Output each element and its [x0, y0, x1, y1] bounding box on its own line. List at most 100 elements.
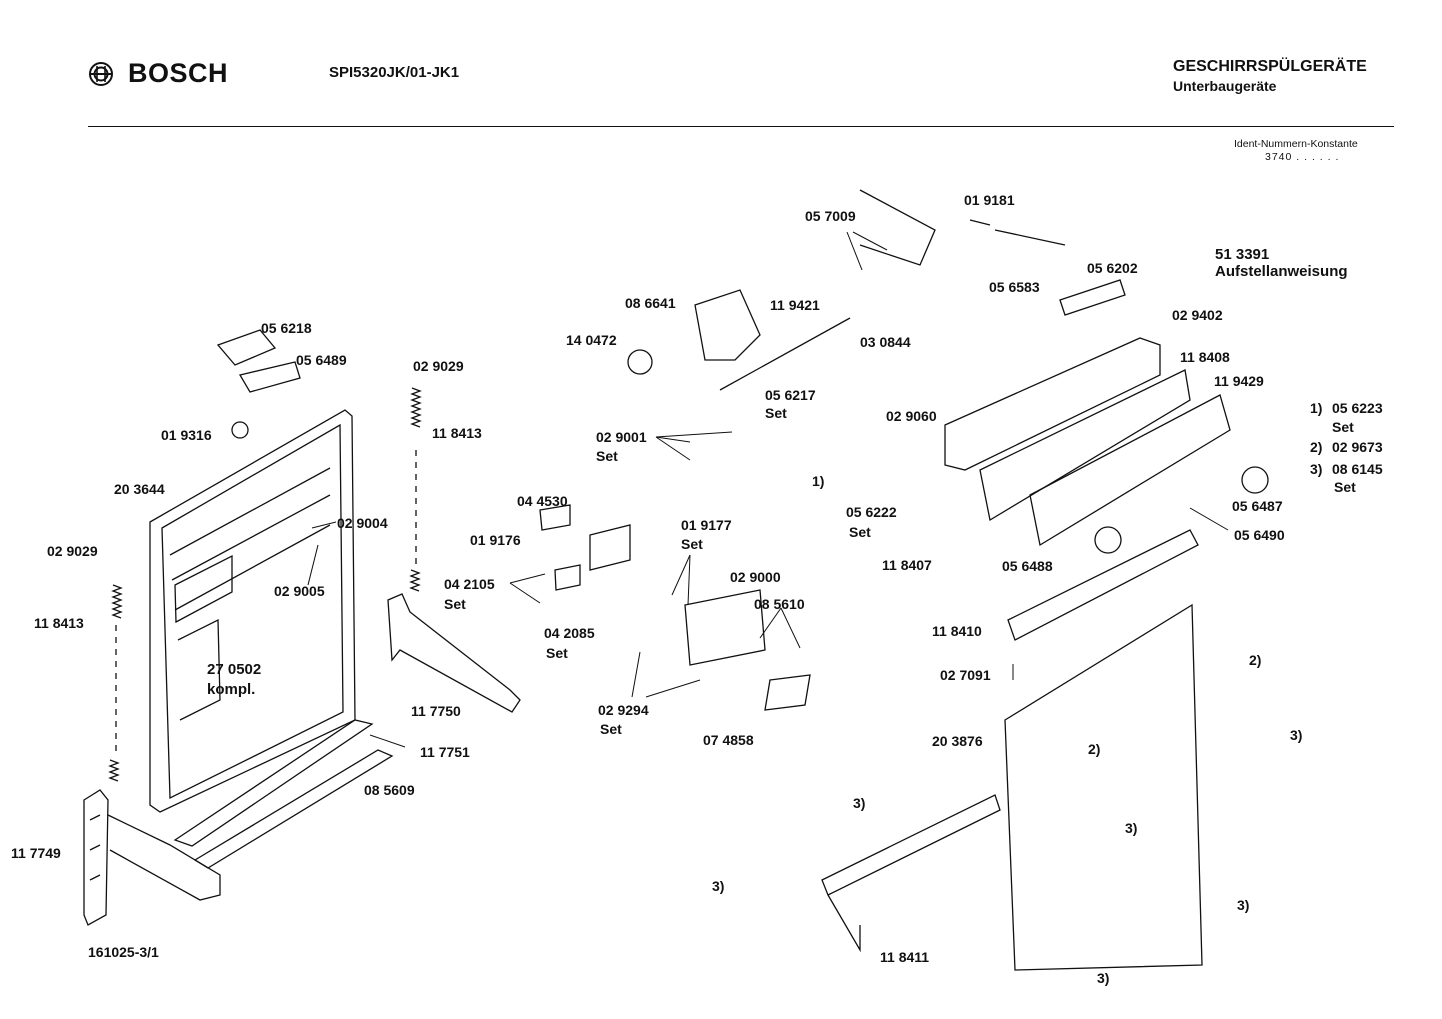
label-056583: 05 6583 — [989, 279, 1040, 295]
panel-119429-drawing — [979, 369, 1191, 522]
label-086641: 08 6641 — [625, 295, 676, 311]
legend-part-2: 02 9673 — [1332, 439, 1383, 455]
label-029029-right: 02 9029 — [413, 358, 464, 374]
label-118413-right: 11 8413 — [432, 425, 482, 441]
spring-drawings — [108, 387, 422, 782]
part-057009-drawing — [859, 189, 936, 266]
label-042105-set: Set — [444, 596, 466, 612]
label-029060: 02 9060 — [886, 408, 937, 424]
notes: 51 3391 Aufstellanweisung 1) 05 6223 Set… — [1215, 246, 1383, 495]
label-119429: 11 9429 — [1214, 373, 1264, 389]
label-mark3-door: 3) — [1125, 820, 1137, 836]
label-056217-set: Set — [765, 405, 787, 421]
label-117750: 11 7750 — [411, 703, 461, 719]
door-frame-drawing — [149, 409, 356, 813]
label-085610: 08 5610 — [754, 596, 805, 612]
knob-140472-drawing — [627, 349, 653, 375]
bosch-armature-icon — [89, 61, 113, 86]
model-number: SPI5320JK/01-JK1 — [329, 64, 460, 81]
legend-mark-3: 3) — [1310, 461, 1322, 477]
knob-056487-drawing — [1241, 466, 1269, 494]
label-029001-set: Set — [596, 448, 618, 464]
outer-door-drawing — [1004, 603, 1203, 971]
label-029402: 02 9402 — [1172, 307, 1223, 323]
label-056222: 05 6222 — [846, 504, 897, 520]
label-085609: 08 5609 — [364, 782, 415, 798]
sensor-019181-drawing — [969, 219, 1066, 246]
label-mark1: 1) — [812, 473, 824, 489]
panel-118408-drawing — [944, 337, 1161, 471]
legend-suffix-3: Set — [1334, 479, 1356, 495]
gasket-074858-drawing — [764, 674, 811, 711]
strip-117751-drawing — [173, 719, 374, 847]
leader-lines — [307, 231, 1229, 748]
rod-119421-drawing — [719, 317, 851, 391]
header-divider — [88, 126, 1394, 127]
label-118408: 11 8408 — [1180, 349, 1230, 365]
lock-parts-drawing — [216, 329, 301, 393]
label-027091: 02 7091 — [940, 667, 991, 683]
switch-056583-drawing — [1059, 279, 1126, 316]
label-118411: 11 8411 — [880, 949, 929, 965]
legend-suffix-1: Set — [1332, 419, 1354, 435]
part-labels: 05 6218 05 6489 01 9316 20 3644 02 9004 … — [11, 192, 1302, 986]
label-056487: 05 6487 — [1232, 498, 1283, 514]
label-mark2-right: 2) — [1249, 652, 1261, 668]
part-019316-drawing — [231, 421, 249, 439]
label-056489: 05 6489 — [296, 352, 347, 368]
label-056488: 05 6488 — [1002, 558, 1053, 574]
label-mark2-door: 2) — [1088, 741, 1100, 757]
label-042105: 04 2105 — [444, 576, 495, 592]
install-number: 51 3391 — [1215, 246, 1269, 263]
label-056490: 05 6490 — [1234, 527, 1285, 543]
label-117751: 11 7751 — [420, 744, 470, 760]
legend-mark-1: 1) — [1310, 400, 1322, 416]
panel-front-drawing — [1029, 394, 1231, 547]
label-203644: 20 3644 — [114, 481, 165, 497]
bracket-117750-drawing — [387, 593, 521, 713]
hinge-left-drawing — [83, 789, 221, 926]
dispenser-drawing — [684, 589, 766, 666]
label-056217: 05 6217 — [765, 387, 816, 403]
part-drawings — [83, 189, 1269, 971]
label-118410: 11 8410 — [932, 623, 982, 639]
label-203876: 20 3876 — [932, 733, 983, 749]
label-mark3-right: 3) — [1290, 727, 1302, 743]
label-mark3-strip: 3) — [853, 795, 865, 811]
subcategory-title: Unterbaugeräte — [1173, 78, 1277, 94]
label-019177: 01 9177 — [681, 517, 732, 533]
label-mark3-lower: 3) — [712, 878, 724, 894]
label-029294: 02 9294 — [598, 702, 649, 718]
label-029005: 02 9005 — [274, 583, 325, 599]
label-mark3-corner: 3) — [1237, 897, 1249, 913]
label-270502: 27 0502 — [207, 661, 261, 678]
label-019177-set: Set — [681, 536, 703, 552]
knob-056488-drawing — [1094, 526, 1122, 554]
ident-value: 3740 . . . . . . — [1265, 151, 1340, 163]
label-042085: 04 2085 — [544, 625, 595, 641]
legend-part-1: 05 6223 — [1332, 400, 1383, 416]
label-140472: 14 0472 — [566, 332, 617, 348]
label-029001: 02 9001 — [596, 429, 647, 445]
label-mark3-bottom: 3) — [1097, 970, 1109, 986]
label-056202: 05 6202 — [1087, 260, 1138, 276]
legend-part-3: 08 6145 — [1332, 461, 1383, 477]
label-119421: 11 9421 — [770, 297, 820, 313]
label-044530: 04 4530 — [517, 493, 568, 509]
kickplate-drawing — [821, 794, 1001, 953]
timer-drawing — [694, 289, 761, 361]
label-117749: 11 7749 — [11, 845, 61, 861]
label-019176: 01 9176 — [470, 532, 521, 548]
strip-118410-drawing — [1007, 529, 1199, 641]
ident-label: Ident-Nummern-Konstante — [1234, 138, 1358, 150]
label-030844: 03 0844 — [860, 334, 911, 350]
label-019316: 01 9316 — [161, 427, 212, 443]
install-text: Aufstellanweisung — [1215, 263, 1348, 280]
document-number: 161025-3/1 — [88, 944, 159, 960]
label-029000: 02 9000 — [730, 569, 781, 585]
label-042085-set: Set — [546, 645, 568, 661]
label-029029-left: 02 9029 — [47, 543, 98, 559]
label-118413-left: 11 8413 — [34, 615, 84, 631]
legend-mark-2: 2) — [1310, 439, 1322, 455]
strip-085609-drawing — [193, 749, 394, 869]
